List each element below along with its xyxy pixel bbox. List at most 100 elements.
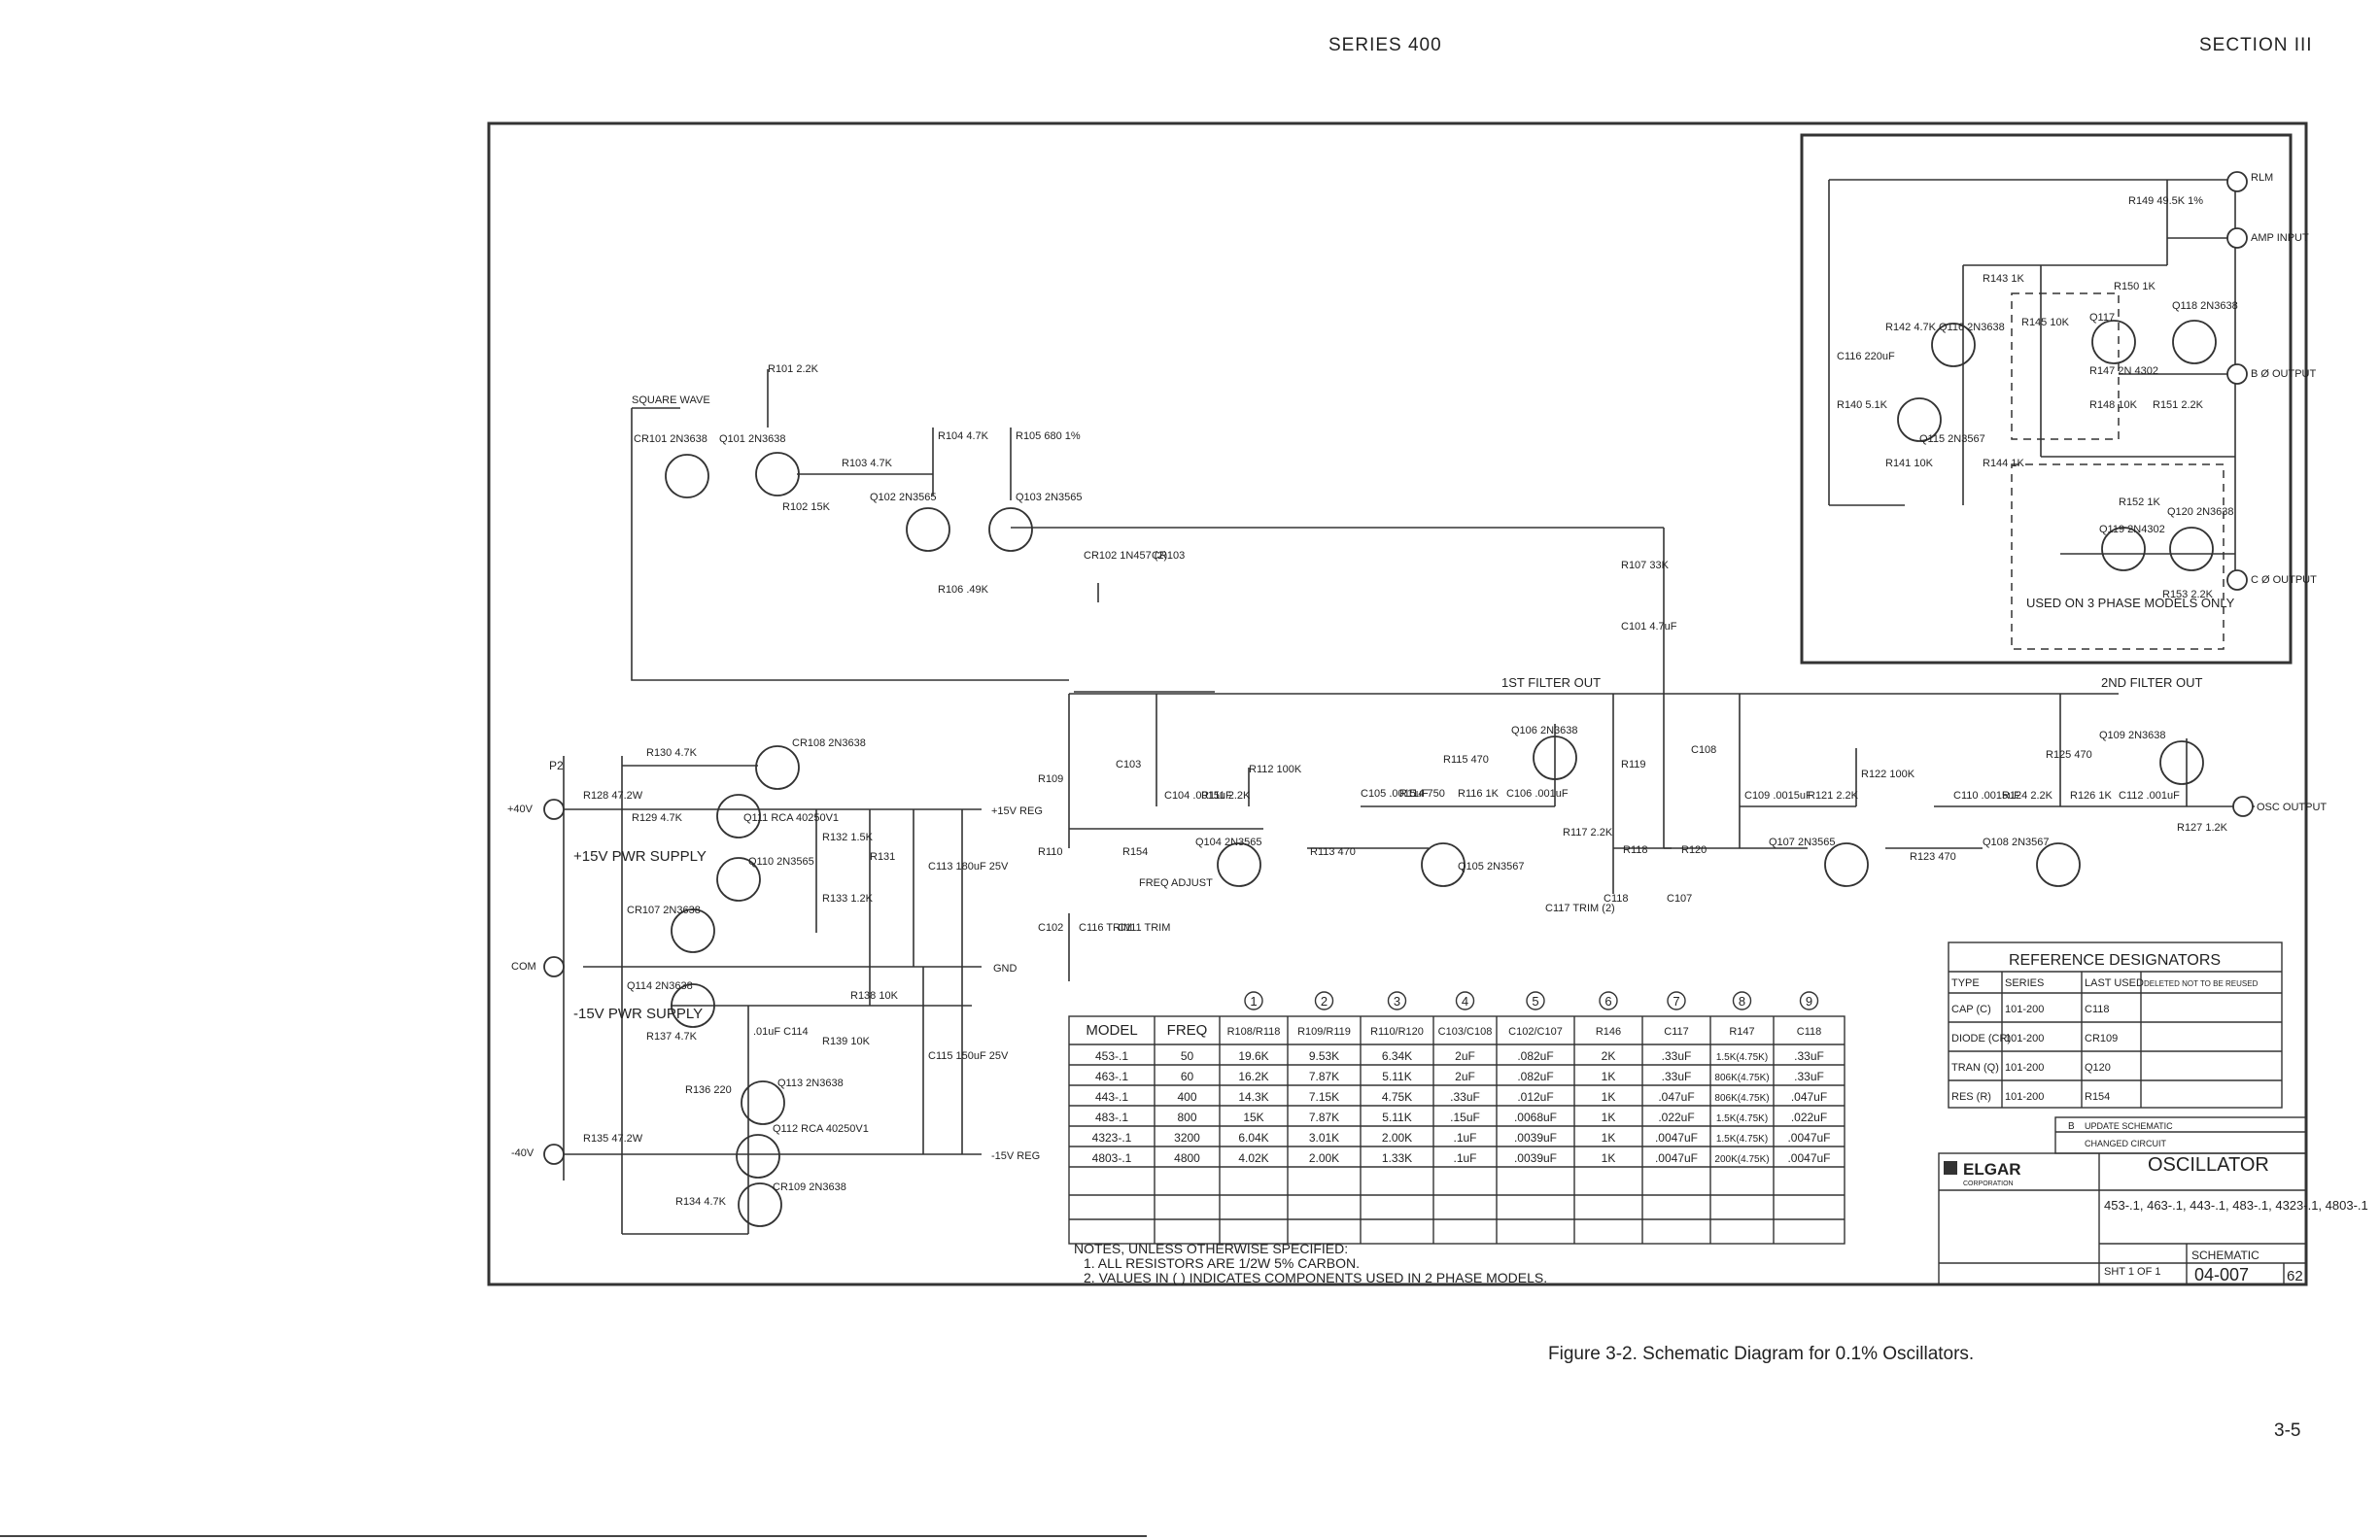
- table-cell: 5.11K: [1382, 1111, 1411, 1124]
- ref-cell: Q120: [2085, 1062, 2111, 1074]
- table-column-marker-label: 8: [1739, 994, 1745, 1009]
- ref-cell: 101-200: [2005, 1033, 2044, 1044]
- table-cell: 14.3K: [1238, 1090, 1268, 1104]
- r109: R109: [1038, 773, 1063, 785]
- table-cell: 2.00K: [1309, 1151, 1339, 1165]
- c113: C113 180uF 25V: [928, 861, 1009, 873]
- table-cell: .0047uF: [1655, 1151, 1698, 1165]
- table-cell: .33uF: [1662, 1049, 1692, 1063]
- company-name: ELGAR: [1963, 1160, 2021, 1179]
- table-cell: .0047uF: [1655, 1131, 1698, 1145]
- ref-cell: 101-200: [2005, 1091, 2044, 1103]
- table-cell: 1.5K(4.75K): [1716, 1113, 1768, 1124]
- drawing-rev: 62: [2287, 1268, 2303, 1284]
- r143: R143 1K: [1983, 273, 2024, 285]
- table-header-cell: C103/C108: [1438, 1026, 1493, 1038]
- r102: R102 15K: [782, 501, 831, 513]
- bottom-rule: [0, 1535, 1147, 1537]
- ref-cell: CR109: [2085, 1033, 2118, 1044]
- r115: R115 470: [1443, 754, 1489, 766]
- table-cell: 1.5K(4.75K): [1716, 1134, 1768, 1145]
- cr109: CR109 2N3638: [773, 1181, 846, 1193]
- c115: C115 150uF 25V: [928, 1050, 1009, 1062]
- c107: C107: [1667, 893, 1692, 905]
- label-osc-out: OSC OUTPUT: [2257, 802, 2327, 813]
- r131: R131: [870, 851, 895, 863]
- header-section: SECTION III: [2199, 35, 2313, 55]
- label-rlm: RLM: [2251, 172, 2273, 184]
- table-cell: 4800: [1174, 1151, 1200, 1165]
- q109: Q109 2N3638: [2099, 730, 2166, 741]
- ref-cell: DIODE (CR): [1951, 1033, 2011, 1044]
- table-cell: .33uF: [1794, 1049, 1824, 1063]
- table-header-cell: R109/R119: [1297, 1026, 1351, 1038]
- r116: R116 1K: [1458, 788, 1500, 800]
- table-cell: 4.75K: [1382, 1090, 1412, 1104]
- c116: C116 220uF: [1837, 351, 1895, 362]
- table-cell: 6.04K: [1238, 1131, 1268, 1145]
- table-cell: .33uF: [1450, 1090, 1480, 1104]
- r110: R110: [1038, 846, 1062, 858]
- table-column-marker: [1667, 991, 1686, 1010]
- label-gnd: GND: [993, 963, 1018, 975]
- figure-caption: Figure 3-2. Schematic Diagram for 0.1% O…: [1548, 1344, 1975, 1364]
- change-2: CHANGED CIRCUIT: [2085, 1139, 2167, 1148]
- q118: Q118 2N3638: [2172, 300, 2238, 312]
- r123: R123 470: [1910, 851, 1956, 863]
- table-column-marker-label: 4: [1462, 994, 1468, 1009]
- r128: R128 47.2W: [583, 790, 643, 802]
- ref-cell: RES (R): [1951, 1091, 1991, 1103]
- ref-header-cell: TYPE: [1951, 977, 1980, 989]
- r119: R119: [1621, 759, 1645, 770]
- r150: R150 1K: [2114, 281, 2156, 292]
- r154: R154: [1122, 846, 1148, 858]
- r140: R140 5.1K: [1837, 399, 1888, 411]
- c102: C102: [1038, 922, 1063, 934]
- r124: R124 2.2K: [2002, 790, 2053, 802]
- sheet-number: SHT 1 OF 1: [2104, 1266, 2160, 1278]
- c111-trim: C111 TRIM: [1118, 922, 1170, 934]
- note-1: 1. ALL RESISTORS ARE 1/2W 5% CARBON.: [1084, 1255, 1360, 1271]
- table-header-cell: C102/C107: [1508, 1026, 1563, 1038]
- table-cell: 3.01K: [1309, 1131, 1339, 1145]
- r113: R113 470: [1310, 846, 1356, 858]
- ref-header-cell: LAST USED: [2085, 977, 2144, 989]
- r112: R112 100K: [1249, 764, 1302, 775]
- label-plus40v: +40V: [507, 804, 534, 815]
- c112: C112 .001uF: [2119, 790, 2180, 802]
- cr108: CR108 2N3638: [792, 737, 866, 749]
- table-cell: 1.33K: [1382, 1151, 1412, 1165]
- c105: C105 .0015uF: [1361, 788, 1429, 800]
- ref-cell: CAP (C): [1951, 1004, 1991, 1015]
- table-cell: 3200: [1174, 1131, 1200, 1145]
- c103: C103: [1116, 759, 1141, 770]
- q114: Q114 2N3638: [627, 980, 693, 992]
- table-column-marker-label: 6: [1604, 994, 1611, 1009]
- r126: R126 1K: [2070, 790, 2112, 802]
- r152: R152 1K: [2119, 496, 2160, 508]
- c108: C108: [1691, 744, 1716, 756]
- table-cell: 15K: [1243, 1111, 1263, 1124]
- table-cell: 4803-.1: [1092, 1151, 1132, 1165]
- c118: C118: [1604, 893, 1628, 905]
- q101: Q101 2N3638: [719, 433, 786, 445]
- table-column-marker: [1314, 991, 1334, 1010]
- label-c-out: C Ø OUTPUT: [2251, 574, 2317, 586]
- r121: R121 2.2K: [1808, 790, 1859, 802]
- table-column-marker-label: 7: [1673, 994, 1679, 1009]
- ref-header-cell: DELETED NOT TO BE REUSED: [2144, 979, 2259, 988]
- table-cell: .0047uF: [1787, 1151, 1830, 1165]
- table-cell: .022uF: [1658, 1111, 1694, 1124]
- r138: R138 10K: [850, 990, 899, 1002]
- label-3phase-note: USED ON 3 PHASE MODELS ONLY: [2026, 596, 2235, 610]
- r107: R107 33K: [1621, 560, 1670, 571]
- table-cell: 1.5K(4.75K): [1716, 1052, 1768, 1063]
- r139: R139 10K: [822, 1036, 871, 1047]
- q119: Q119 2N4302: [2099, 524, 2165, 535]
- table-cell: .33uF: [1794, 1070, 1824, 1083]
- r130: R130 4.7K: [646, 747, 698, 759]
- q102: Q102 2N3565: [870, 492, 937, 503]
- ref-table-title: REFERENCE DESIGNATORS: [2009, 952, 2221, 969]
- r149: R149 49.5K 1%: [2128, 195, 2203, 207]
